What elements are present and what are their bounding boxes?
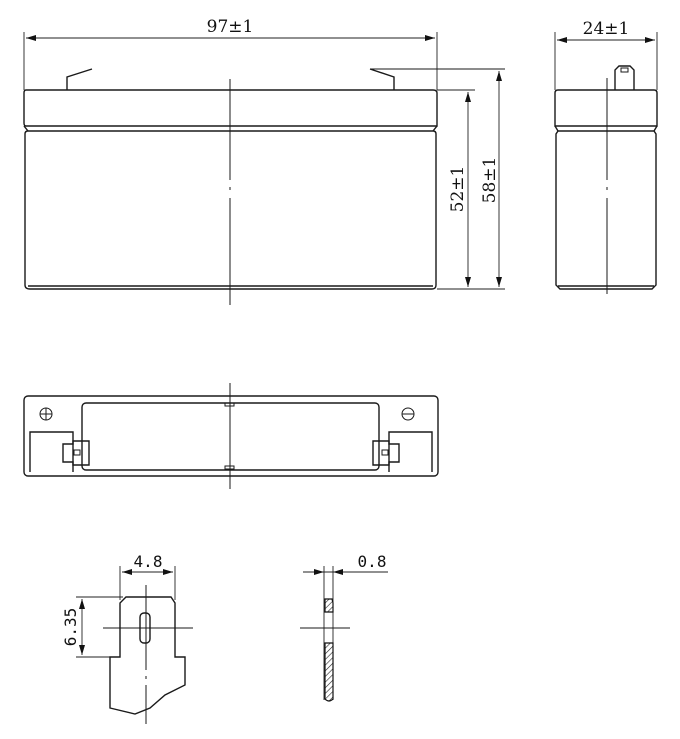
terminal-detail-front: 4.8 6.35 xyxy=(61,552,193,724)
negative-terminal-icon xyxy=(401,407,415,421)
side-width-label: 24±1 xyxy=(583,19,630,39)
front-view: 97±1 52±1 58±1 xyxy=(23,17,505,305)
terminal-height-label: 6.35 xyxy=(61,608,80,647)
positive-terminal-icon xyxy=(39,407,53,421)
front-width-label: 97±1 xyxy=(207,17,254,37)
total-height-label: 58±1 xyxy=(480,157,500,204)
side-view: 24±1 xyxy=(554,19,658,294)
top-view xyxy=(23,383,439,489)
terminal-thickness-label: 0.8 xyxy=(358,552,387,571)
terminal-detail-side: 0.8 xyxy=(300,552,388,702)
terminal-width-label: 4.8 xyxy=(134,552,163,571)
case-height-label: 52±1 xyxy=(448,166,468,213)
